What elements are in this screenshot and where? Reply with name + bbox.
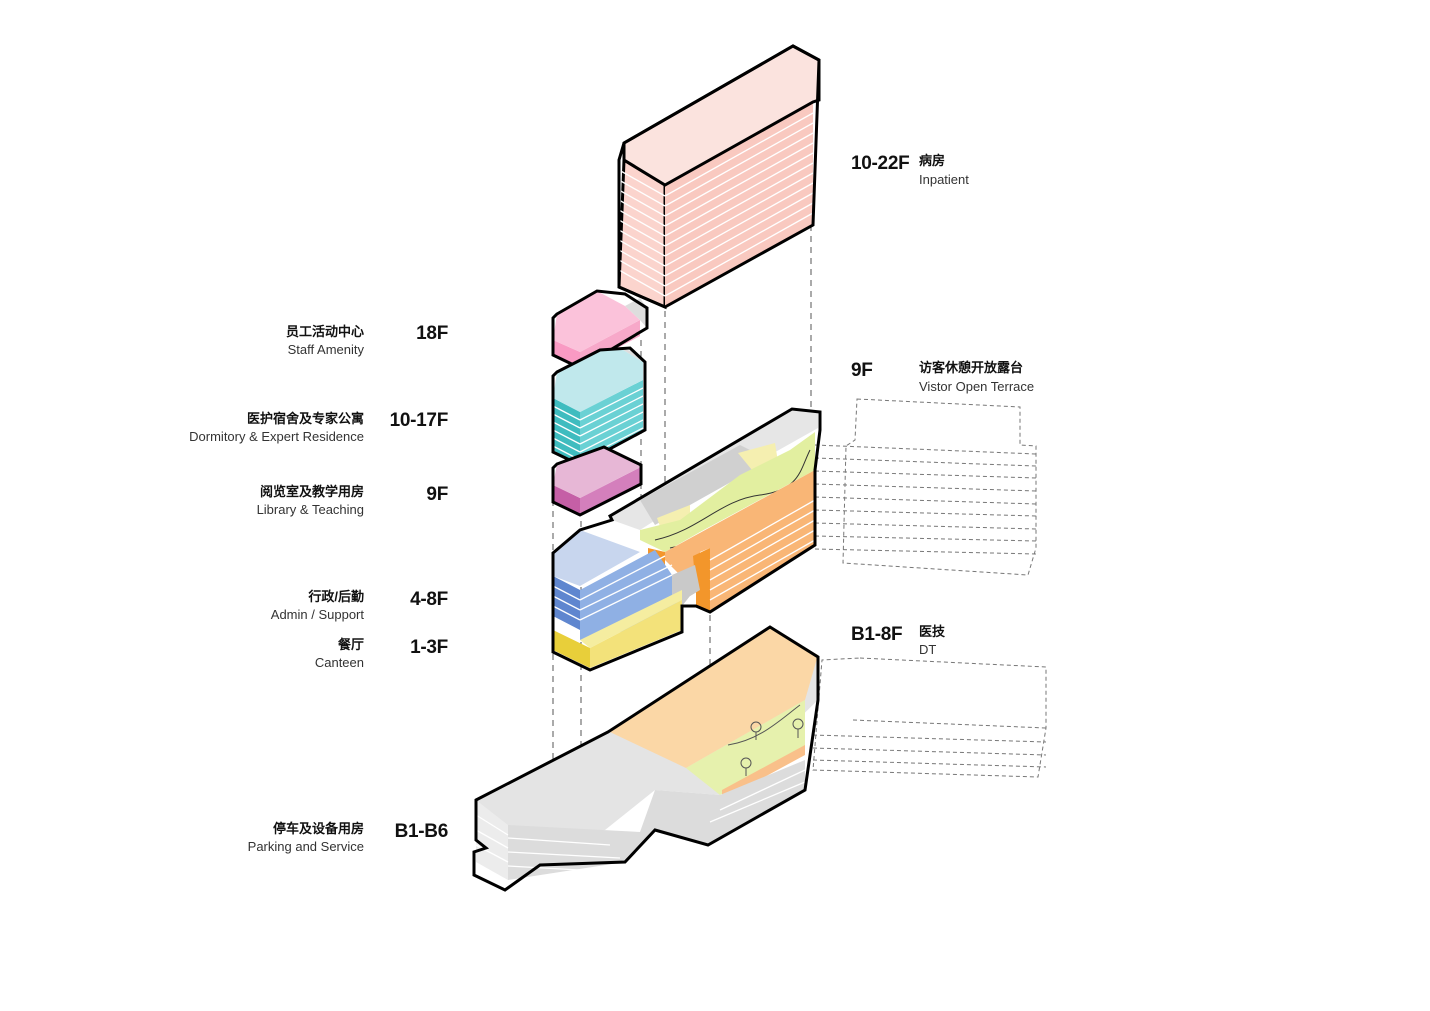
label-staff-amenity-cn: 员工活动中心 xyxy=(285,324,364,339)
label-staff-amenity-en: Staff Amenity xyxy=(287,342,364,357)
label-parking-floor: B1-B6 xyxy=(394,821,449,842)
podium-block xyxy=(551,407,822,672)
label-admin-en: Admin / Support xyxy=(270,607,364,622)
label-terrace-en: Vistor Open Terrace xyxy=(919,379,1035,394)
base-block xyxy=(472,625,820,892)
label-dt-cn: 医技 xyxy=(919,624,946,639)
label-dormitory-cn: 医护宿舍及专家公寓 xyxy=(246,411,364,426)
label-dormitory-en: Dormitory & Expert Residence xyxy=(189,429,364,444)
label-terrace-floor: 9F xyxy=(851,360,873,381)
label-parking-cn: 停车及设备用房 xyxy=(272,821,364,836)
library-block xyxy=(551,445,643,517)
label-dt-floor: B1-8F xyxy=(851,624,903,645)
label-inpatient-en: Inpatient xyxy=(919,172,969,187)
ghost-volume-lower xyxy=(812,657,1047,778)
label-library-floor: 9F xyxy=(426,484,448,505)
label-inpatient-floor: 10-22F xyxy=(851,153,910,174)
dormitory-block xyxy=(551,346,647,467)
label-terrace-cn: 访客休憩开放露台 xyxy=(919,360,1024,375)
inpatient-tower xyxy=(617,44,821,310)
label-dormitory-floor: 10-17F xyxy=(389,410,449,431)
label-parking-en: Parking and Service xyxy=(247,839,364,854)
label-canteen-en: Canteen xyxy=(314,655,364,670)
label-admin-cn: 行政/后勤 xyxy=(308,589,364,604)
label-dt-en: DT xyxy=(919,642,937,657)
label-canteen-floor: 1-3F xyxy=(410,637,448,658)
label-staff-amenity-floor: 18F xyxy=(416,323,448,344)
ghost-volume-upper xyxy=(814,398,1037,576)
label-library-cn: 阅览室及教学用房 xyxy=(259,484,364,499)
label-inpatient-cn: 病房 xyxy=(919,153,946,168)
label-admin-floor: 4-8F xyxy=(410,589,448,610)
label-library-en: Library & Teaching xyxy=(256,502,364,517)
label-canteen-cn: 餐厅 xyxy=(337,637,364,652)
